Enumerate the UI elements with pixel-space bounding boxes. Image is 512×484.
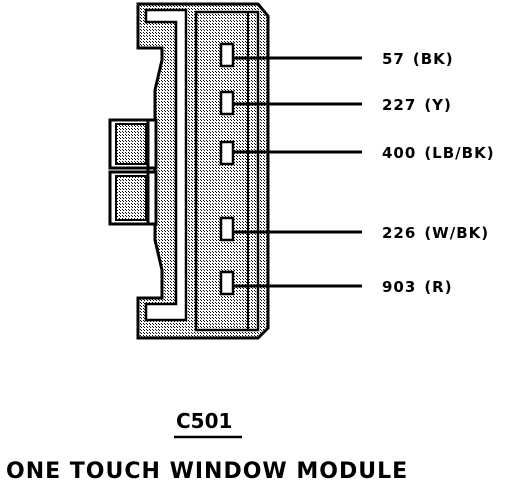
connector-body — [136, 2, 270, 340]
pin-terminal-4 — [219, 216, 235, 242]
pin-label-2: 227(Y) — [382, 96, 452, 114]
leader-lines — [233, 56, 362, 288]
pin-labels: 57(BK) 227(Y) 400(LB/BK) 226(W/BK) 903(R… — [382, 50, 495, 296]
pin-label-3: 400(LB/BK) — [382, 144, 495, 162]
connector-id: C501 — [176, 409, 232, 433]
pin-label-4: 226(W/BK) — [382, 224, 489, 242]
pin-terminal-1 — [219, 42, 235, 68]
pin-terminal-3 — [219, 140, 235, 166]
pin-label-5: 903(R) — [382, 278, 453, 296]
pin-label-1: 57(BK) — [382, 50, 454, 68]
module-name: ONE TOUCH WINDOW MODULE — [6, 459, 408, 484]
pin-terminal-2 — [219, 90, 235, 116]
pin-terminal-5 — [219, 270, 235, 296]
connector-latch — [108, 118, 158, 226]
